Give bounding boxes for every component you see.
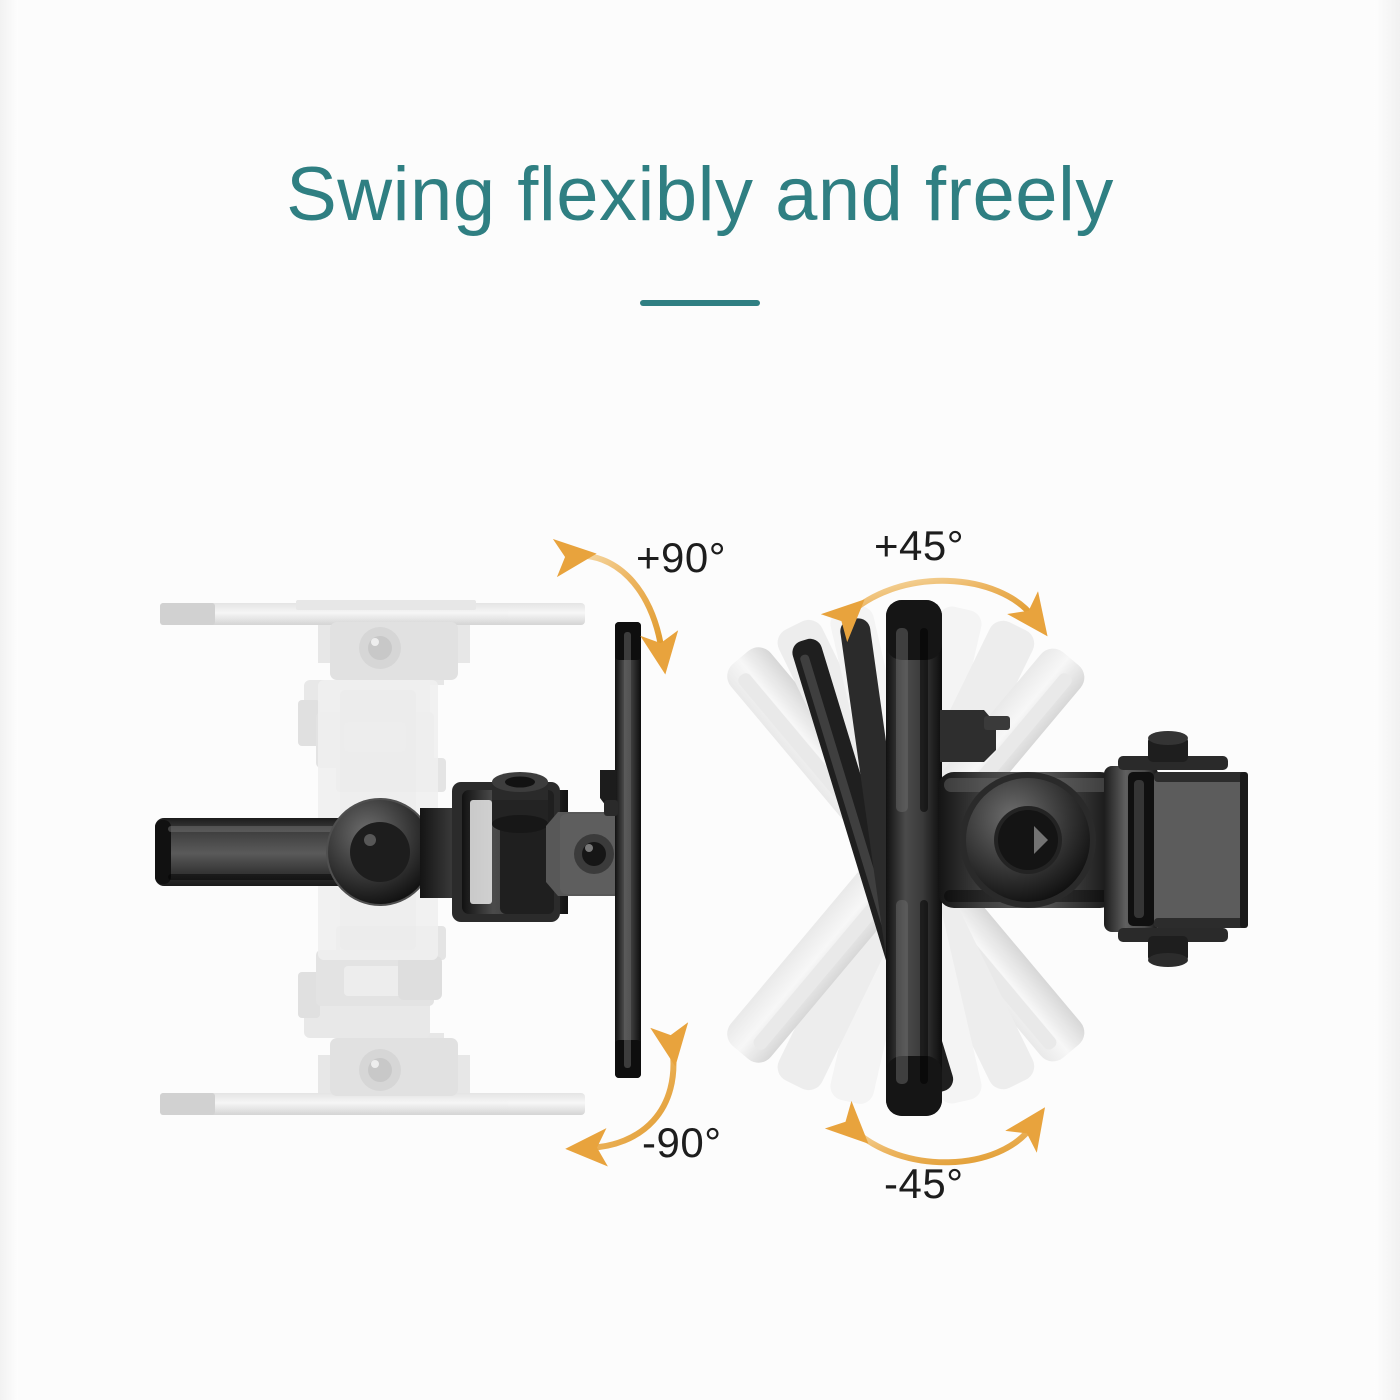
vesa-plate-vertical xyxy=(600,622,641,1078)
tilt-head-block xyxy=(420,772,568,922)
intermediate-rotated-plates xyxy=(792,618,954,1097)
ghost-plate-rotated-down xyxy=(160,926,585,1115)
desk-clamp-bracket xyxy=(1104,731,1248,967)
plate-swivel-bracket xyxy=(546,812,620,896)
left-edge-shading xyxy=(0,0,18,1400)
label-plus-45-degrees: +45° xyxy=(874,522,965,569)
elbow-pivot-joint xyxy=(326,798,434,906)
minus-45-arrow-icon xyxy=(824,1100,1046,1166)
ghost-plate-rotated-up xyxy=(160,600,585,792)
right-edge-shading xyxy=(1374,0,1400,1400)
vesa-plate-front xyxy=(886,600,942,1116)
monitor-arm-front-horizontal xyxy=(938,772,1116,908)
plus-45-arrow-icon xyxy=(820,577,1048,643)
label-minus-90-degrees: -90° xyxy=(642,1119,722,1166)
ghost-plate-fan xyxy=(727,606,1085,1104)
label-minus-45-degrees: -45° xyxy=(884,1160,964,1207)
title-divider xyxy=(640,300,760,306)
page-title: Swing flexibly and freely xyxy=(286,152,1114,237)
diagram-right-front-view xyxy=(727,577,1248,1166)
plate-connector-stub xyxy=(940,710,1010,762)
label-plus-90-degrees: +90° xyxy=(636,534,727,581)
ghost-column xyxy=(318,680,438,960)
diagram-left-side-view xyxy=(155,538,689,1167)
monitor-arm-horizontal xyxy=(155,818,455,886)
